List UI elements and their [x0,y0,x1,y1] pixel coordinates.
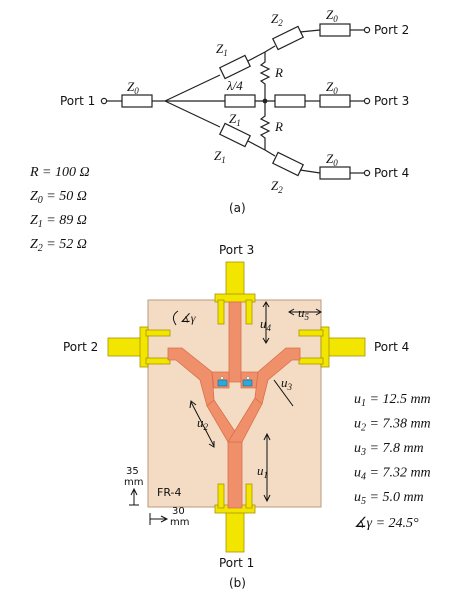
r-label-upper: R [274,65,283,80]
microstrip-traces [167,301,301,509]
z2-lower-element [271,151,305,177]
z0-mid-element [274,94,306,108]
lambda-element [224,94,256,108]
z1-label-lower: Z1 [214,148,226,165]
z1-lower-element [218,122,252,148]
value-r: R = 100 Ω [29,165,90,180]
resistor-upper [259,52,271,101]
z2-label-lower: Z2 [271,178,283,195]
value-z2: Z2 = 52 Ω [30,237,87,254]
port-3-label: Port 3 [374,94,409,108]
port-3-terminal [363,97,371,105]
param-u2: u2 = 7.38 mm [354,417,431,434]
caption-a: (a) [229,201,246,215]
z0-port2-element [319,23,351,37]
param-u3: u3 = 7.8 mm [354,441,424,458]
param-u4: u4 = 7.32 mm [354,466,431,483]
z0-label-port4: Z0 [326,151,338,168]
u2-label: u2 [197,415,209,432]
resistor-lower [259,101,271,150]
connector-port-3 [214,261,256,325]
lambda-label: λ/4 [226,78,243,93]
u4-label: u4 [260,316,272,333]
value-z1: Z1 = 89 Ω [30,213,87,230]
z1-label-mid: Z1 [229,111,241,128]
value-z0: Z0 = 50 Ω [30,189,87,206]
parameter-list: u1 = 12.5 mm u2 = 7.38 mm u3 = 7.8 mm u4 = … [354,392,431,507]
port-1-label: Port 1 [60,94,95,108]
z1-label-upper: Z1 [216,41,228,58]
gamma-value: ∡γ = 24.5° [354,516,419,531]
layout-port-1-label: Port 1 [219,556,254,570]
z0-port3-element [319,94,351,108]
port-1-terminal [100,97,108,105]
param-u1: u1 = 12.5 mm [354,392,431,409]
schematic [100,23,371,180]
z1-upper-element [218,54,252,80]
z0-port4-element [319,166,351,180]
layout-port-3-label: Port 3 [219,243,254,257]
z0-port1-element [121,94,153,108]
gamma-label: ∡γ [180,311,196,325]
width-unit: mm [170,517,189,528]
z0-label-port2: Z0 [326,7,338,24]
dimension-lines [129,301,322,525]
u5-label: u5 [298,305,310,322]
param-u5: u5 = 5.0 mm [354,490,424,507]
substrate-label: FR-4 [157,486,182,499]
z0-label-port3: Z0 [326,79,338,96]
layout-port-2-label: Port 2 [63,340,98,354]
port-2-label: Port 2 [374,23,409,37]
u3-label: u3 [281,375,293,392]
connector-port-4 [298,326,366,368]
layout-view: Port 3 Port 1 Port 2 Port 4 FR-4 35 mm 3… [63,243,409,590]
z2-upper-element [271,25,305,51]
smd-resistors [217,376,253,387]
height-value: 35 [126,466,139,477]
connector-port-2 [107,326,171,368]
port-4-label: Port 4 [374,166,409,180]
caption-b: (b) [229,576,246,590]
z0-label-port1: Z0 [127,79,139,96]
r-label-lower: R [274,119,283,134]
port-2-terminal [363,26,371,34]
port-4-terminal [363,169,371,177]
layout-port-4-label: Port 4 [374,340,409,354]
u1-label: u1 [257,463,268,480]
height-unit: mm [124,477,143,488]
z2-label-upper: Z2 [271,11,283,28]
width-value: 30 [172,506,185,517]
